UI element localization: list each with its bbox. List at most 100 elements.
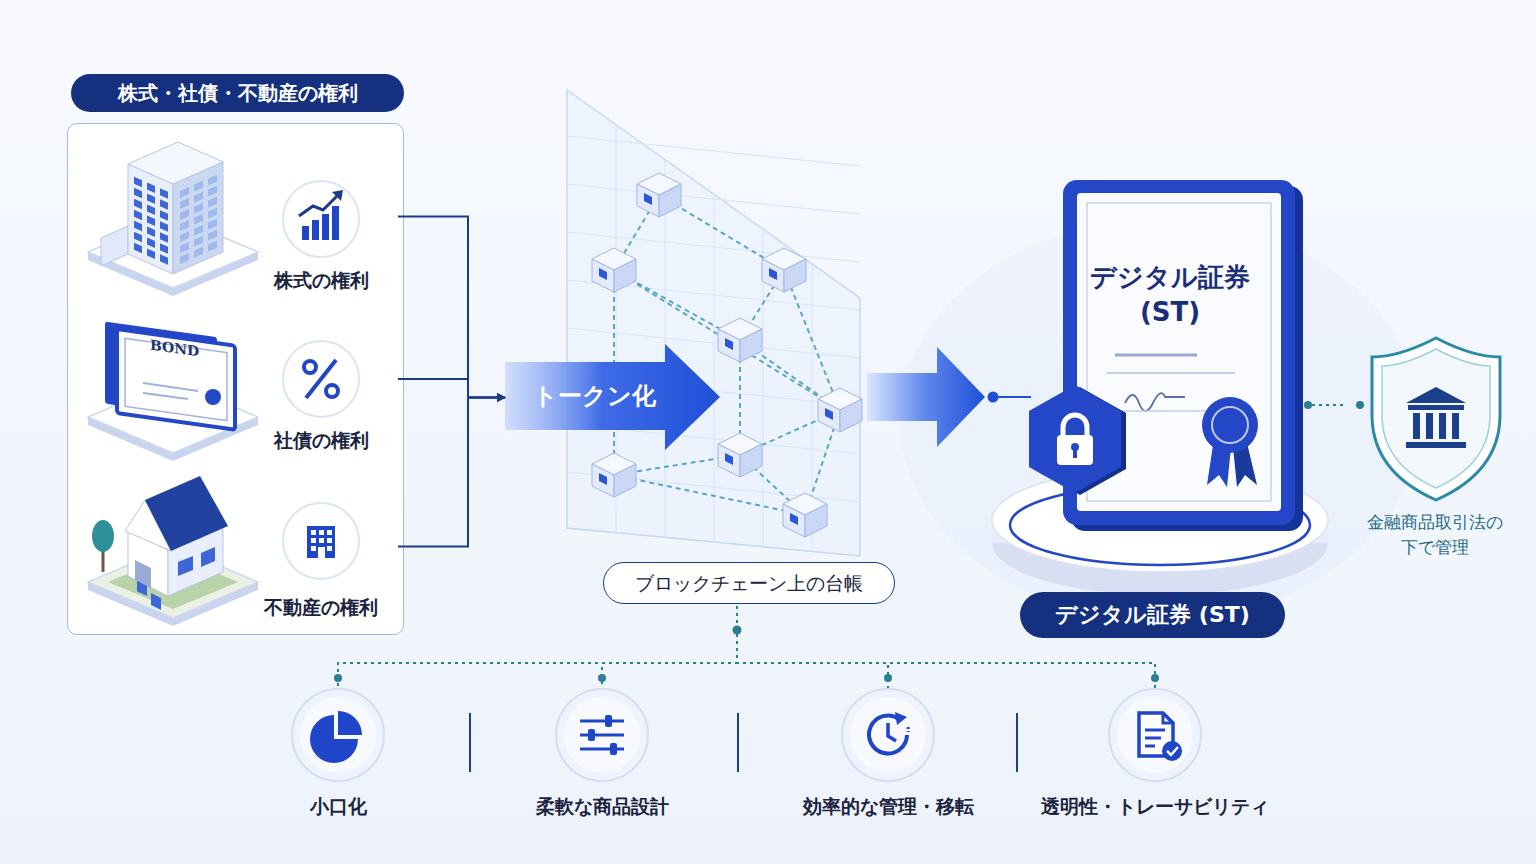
illustration-part: [194, 236, 203, 247]
certificate-label: デジタル証券 (ST): [1020, 592, 1285, 638]
illustration-part: [1125, 393, 1185, 411]
bracket-connector: [398, 379, 505, 398]
illustration-part: [610, 743, 617, 755]
illustration-part: [614, 475, 805, 515]
illustration-part: [134, 232, 142, 243]
illustration-part: [993, 396, 1031, 398]
illustration-part: [805, 504, 827, 537]
bracket-connector: [398, 398, 505, 547]
illustration-part: [338, 711, 362, 735]
illustration-part: [1145, 729, 1165, 732]
illustration-part: [1356, 401, 1364, 409]
illustration-part: [598, 674, 606, 682]
illustration-part: [201, 547, 215, 567]
illustration-part: [783, 504, 805, 537]
illustration-part: [134, 221, 142, 232]
illustration-part: [1151, 674, 1159, 682]
flow-arrow: [867, 347, 985, 447]
node-shape: [567, 88, 867, 606]
node-shape: [1345, 335, 1525, 570]
illustration-part: [319, 538, 324, 543]
illustration-part: [613, 270, 615, 475]
illustration-part: [567, 136, 860, 166]
illustration-part: [134, 210, 142, 221]
illustration-part: [160, 199, 168, 210]
feature-label: 小口化: [208, 791, 468, 821]
illustration-part: [208, 219, 217, 230]
illustration-part: [825, 408, 833, 420]
illustration-part: [718, 444, 740, 477]
illustration-part: [311, 546, 316, 551]
illustration-part: [194, 203, 203, 214]
group-heading: 株式・社債・不動産の権利: [71, 74, 404, 112]
illustration-part: [762, 259, 784, 292]
illustration-part: [332, 206, 339, 240]
illustration-part: [1452, 413, 1459, 439]
illustration-part: [818, 399, 840, 432]
illustration-part: [205, 389, 221, 405]
bracket-connector: [398, 217, 505, 398]
illustration-part: [1057, 435, 1093, 465]
illustration-part: [180, 231, 189, 242]
illustration-part: [1406, 387, 1466, 403]
illustration-part: [302, 226, 309, 240]
illustration-part: [850, 697, 926, 773]
illustration-part: [311, 538, 316, 543]
illustration-part: [300, 697, 376, 773]
illustration-part: [334, 674, 342, 682]
illustration-part: [160, 221, 168, 232]
feature-label: 効率的な管理・移転: [758, 791, 1018, 821]
illustration-part: [307, 526, 335, 558]
feature-item: 透明性・トレーサビリティ: [1025, 688, 1285, 823]
illustration-part: [101, 226, 128, 266]
item-label: 社債の権利: [241, 427, 401, 453]
illustration-part: [180, 198, 189, 209]
illustration-part: [194, 192, 203, 203]
illustration-part: [180, 209, 189, 220]
illustration-part: [1107, 372, 1235, 374]
illustration-part: [567, 424, 860, 454]
illustration-part: [322, 214, 329, 240]
illustration-part: [842, 689, 934, 781]
illustration-part: [327, 538, 332, 543]
illustration-part: [292, 689, 384, 781]
illustration-part: [1109, 689, 1201, 781]
illustration-part: [1413, 413, 1420, 439]
illustration-part: [151, 593, 161, 610]
illustration-part: [1212, 407, 1248, 443]
illustration-part: [128, 142, 223, 184]
illustration-part: [1063, 415, 1087, 437]
illustration-part: [644, 193, 652, 205]
illustration-part: [740, 444, 762, 477]
illustration-part: [208, 197, 217, 208]
illustration-part: [208, 230, 217, 241]
illustration-part: [564, 697, 640, 773]
illustration-part: [1426, 413, 1433, 439]
illustration-part: [614, 464, 636, 497]
illustration-part: [718, 329, 740, 362]
illustration-part: [567, 184, 860, 214]
illustration-part: [332, 190, 343, 201]
illustration-part: [304, 361, 316, 373]
illustration-part: [134, 177, 168, 265]
illustration-part: [147, 215, 155, 226]
illustration-part: [592, 464, 614, 497]
illustration-part: [326, 385, 338, 397]
illustration-part: [784, 270, 840, 410]
illustration-part: [147, 226, 155, 237]
item-label: 株式の権利: [241, 267, 401, 293]
item-label: 不動産の権利: [241, 594, 401, 620]
illustration-part: [599, 268, 607, 280]
illustration-part: [311, 530, 316, 535]
feature-item: 小口化: [208, 688, 468, 823]
illustration-part: [160, 232, 168, 243]
illustration-part: [283, 503, 359, 579]
illustration-part: [208, 186, 217, 197]
ledger-panel: ブロックチェーン上の台帳: [567, 88, 867, 606]
illustration-part: [283, 181, 359, 257]
illustration-part: [135, 560, 151, 588]
certificate-title: デジタル証券 (ST): [1085, 255, 1255, 335]
illustration-part: [194, 181, 203, 192]
illustration-part: [283, 341, 359, 417]
